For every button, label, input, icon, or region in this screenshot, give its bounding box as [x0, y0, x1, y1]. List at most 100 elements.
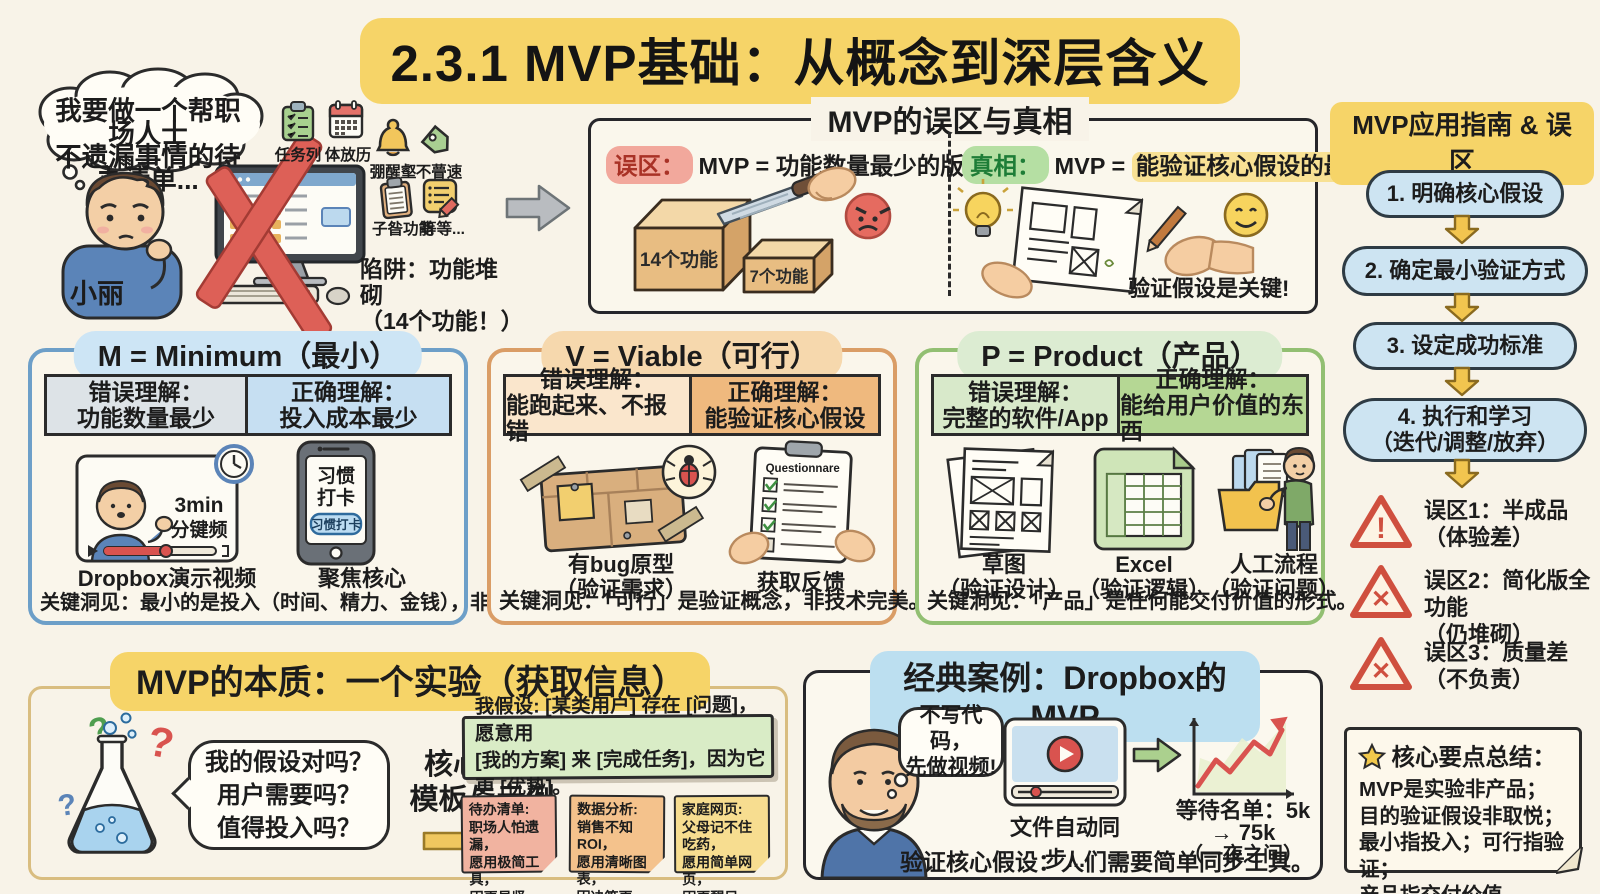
pitfall-3: 误区3：质量差 （不负责）	[1424, 640, 1569, 692]
panel-v-caption-right: 获取反馈	[756, 570, 845, 595]
feature-boxes-illustration: 14个功能 7个功能	[633, 166, 892, 294]
thought-cloud	[38, 67, 264, 191]
panel-v-wrong-cell: 错误理解：能跑起来、不报错	[506, 366, 692, 444]
svg-text:习惯打卡: 习惯打卡	[311, 517, 362, 532]
case-conclusion: 验证核心假设：人们需要简单同步工具。	[900, 849, 1314, 875]
panel-v-title: V = Viable（可行）	[541, 331, 843, 380]
summary-line: MVP是实验非产品；	[1359, 778, 1547, 801]
guide-step-2: 2. 确定最小验证方式	[1342, 246, 1588, 296]
panel-p-header: 错误理解：完整的软件/App 正确理解：能给用户价值的东西	[931, 366, 1309, 444]
summary-title: 核心要点总结：	[1357, 738, 1569, 772]
note-pencil-icon	[422, 178, 460, 219]
myth-tag: 误区：	[606, 146, 693, 184]
xiaoli-character	[61, 171, 183, 320]
arrow-right-green-icon	[1132, 737, 1182, 773]
panel-viable: V = Viable（可行） 错误理解：能跑起来、不报错 正确理解：能验证核心假…	[487, 331, 930, 625]
truth-prefix: MVP =	[1054, 153, 1132, 179]
sticky-note-data: 数据分析: 销售不知ROI， 愿用清晰图表， 因决策更快。	[568, 794, 666, 894]
essence-title: MVP的本质：一个实验（获取信息）	[110, 652, 710, 711]
phone-illustration: 习惯 打卡 习惯打卡	[296, 440, 376, 566]
page-title: 2.3.1 MVP基础：从概念到深层含义	[0, 18, 1600, 104]
clipboard-check-icon	[281, 101, 315, 142]
case-video-caption: 文件自动同步...	[1009, 815, 1120, 872]
panel-p-right-cell: 正确理解：能给用户价值的东西	[1120, 366, 1306, 444]
svg-text:14个功能: 14个功能	[640, 248, 718, 271]
video-player-illustration: 3min 分键频	[75, 444, 254, 563]
svg-text:7个功能: 7个功能	[750, 266, 809, 286]
excel-sheet-illustration	[1093, 446, 1196, 551]
computer-illustration	[195, 132, 366, 343]
panel-p-caption-1: 草图 （验证设计）	[937, 552, 1070, 602]
warning-x-icon: ✕	[1350, 637, 1412, 690]
arrow-down-icon	[1444, 292, 1480, 323]
guide-step-3: 3. 设定成功标准	[1353, 322, 1577, 370]
icon-label-reminder: 弸醒壑	[369, 164, 417, 181]
arrow-down-icon	[1444, 214, 1480, 245]
truth-tag: 真相：	[962, 146, 1049, 184]
note-fold-corner	[539, 854, 558, 874]
warning-exclamation-icon: !	[1350, 495, 1412, 548]
panel-v-insight: 关键洞见：「可行」是验证概念，非技术完美。	[499, 590, 930, 613]
panel-m-insight: 关键洞见：最小的是投入（时间、精力、金钱），非功能。	[40, 592, 550, 614]
guide-step-4: 4. 执行和学习 （迭代/调整/放弃）	[1343, 398, 1587, 462]
svg-text:3min: 3min	[174, 494, 223, 517]
myth-truth-divider	[948, 132, 951, 296]
svg-text:分键频: 分键频	[170, 518, 227, 541]
calendar-icon	[328, 100, 364, 139]
star-icon	[1357, 742, 1387, 770]
myth-heading: 误区：MVP = 功能数量最少的版本	[606, 146, 987, 184]
thought-trail-icon	[886, 772, 909, 800]
panel-p-title: P = Product（产品）	[957, 331, 1283, 380]
questionnaire-illustration: Questionnare	[728, 440, 876, 565]
tag-icon	[420, 124, 449, 154]
hypothesis-template-box: 我假设: [某类用户] 存在 [问题]，愿意用 [我的方案] 来 [完成任务]，…	[461, 694, 775, 799]
truth-caption: 验证假设是关键!	[1128, 276, 1290, 301]
trap-caption: 陷阱：功能堆砌 （14个功能！）	[360, 256, 524, 334]
panel-p-insight: 关键洞见：「产品」是任何能交付价值的形式。	[927, 590, 1358, 613]
note-fold-corner	[752, 855, 771, 874]
svg-text:?: ?	[144, 717, 177, 768]
summary-line: 最小指投入；可行指验证；	[1359, 831, 1564, 881]
panel-minimum: M = Minimum（最小） 错误理解：功能数量最少 正确理解：投入成本最少 …	[28, 331, 550, 625]
icon-label-tag: 不瞢速	[415, 164, 463, 181]
sticky-note-family: 家庭网页: 父母记不住吃药， 愿用简单网页， 因更醒目。	[673, 794, 771, 894]
panel-p-caption-3: 人工流程 （验证问题）	[1207, 552, 1340, 602]
panel-p-caption-2: Excel （验证逻辑）	[1077, 552, 1210, 602]
svg-text:?: ?	[56, 788, 79, 823]
icon-label-subtasks: 子昝功能	[371, 221, 434, 238]
svg-text:!: !	[1376, 512, 1386, 545]
svg-text:✕: ✕	[1371, 658, 1391, 685]
case-thought-bubble: 不写代码， 先做视频!	[898, 704, 1004, 779]
arrow-right-gray-icon	[505, 184, 571, 232]
sketch-validation-illustration	[953, 179, 1269, 299]
clipboard-icon	[379, 176, 413, 220]
flask-illustration: ? ? ?	[56, 709, 178, 854]
warning-x-icon: ✕	[1350, 565, 1412, 618]
panel-v-caption-left: 有bug原型 （验证需求）	[554, 552, 687, 602]
icon-label-tasklist: 任务列	[274, 147, 322, 164]
panel-p-wrong-cell: 错误理解：完整的软件/App	[934, 377, 1120, 433]
icon-label-etc: 等等...	[421, 221, 465, 238]
bell-icon	[375, 118, 411, 157]
icon-label-calendar: 体放历	[324, 147, 372, 164]
person-name-label: 小丽	[70, 279, 124, 309]
pitfall-2: 误区2：简化版全功能 （仍堆砌）	[1424, 568, 1591, 647]
panel-m-header: 错误理解：功能数量最少 正确理解：投入成本最少	[44, 374, 452, 436]
panel-v-right-cell: 正确理解：能验证核心假设	[692, 377, 878, 433]
panel-m-wrong-cell: 错误理解：功能数量最少	[47, 377, 248, 433]
svg-text:✕: ✕	[1371, 586, 1391, 613]
summary-note: 核心要点总结： MVP是实验非产品； 目的验证假设非取悦； 最小指投入；可行指验…	[1344, 727, 1584, 894]
panel-v-header: 错误理解：能跑起来、不报错 正确理解：能验证核心假设	[503, 366, 881, 444]
arrow-down-icon	[1444, 366, 1480, 397]
case-chart-caption: 等待名单：5k → 75k （一夜之间）	[1175, 798, 1311, 867]
svg-text:习惯: 习惯	[317, 464, 355, 487]
sticky-note-todo: 待办清单: 职场人怕遗漏， 愿用极简工具， 因更易坚持。	[460, 794, 558, 894]
summary-line: 目的验证假设非取悦；	[1359, 804, 1564, 828]
panel-m-title: M = Minimum（最小）	[73, 331, 423, 380]
wireframe-sketch-illustration	[946, 447, 1055, 559]
panel-m-caption-left: Dropbox演示视频	[77, 566, 257, 591]
panel-m-caption-right: 聚焦核心	[317, 566, 406, 591]
arrow-down-icon	[1444, 458, 1480, 489]
cardboard-prototype-illustration	[519, 444, 717, 553]
founder-illustration	[820, 728, 928, 880]
